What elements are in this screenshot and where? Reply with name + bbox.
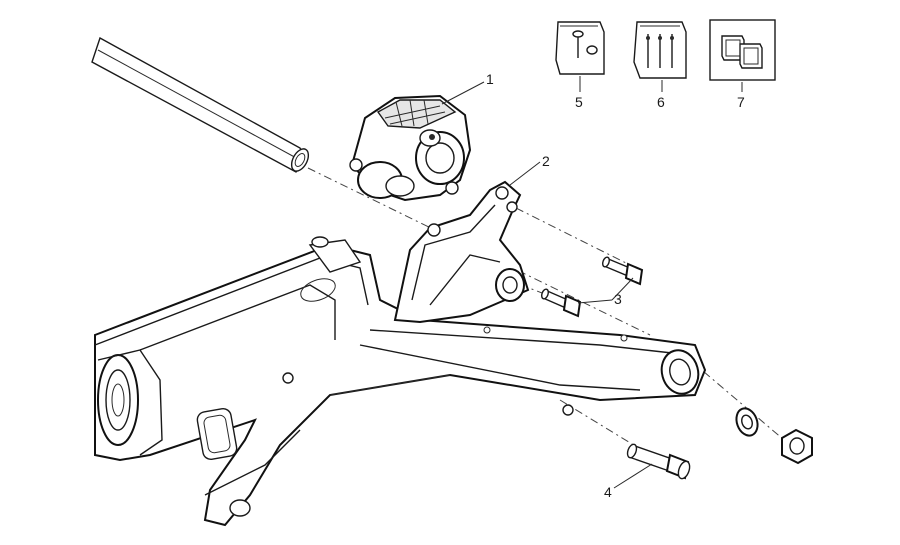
callout-5: 5 <box>575 94 583 110</box>
wheel-axle <box>91 36 310 173</box>
washer-and-nut <box>735 407 813 465</box>
callout-7: 7 <box>737 94 745 110</box>
swingarm <box>94 236 707 527</box>
leader-lines <box>441 76 743 489</box>
pin-kit-bag-6 <box>633 21 687 79</box>
bracket-bolts <box>541 256 644 318</box>
caliper-bracket <box>393 180 530 324</box>
brake-pad-kit-7 <box>709 19 776 81</box>
callout-6: 6 <box>657 94 665 110</box>
pivot-pin <box>626 443 691 480</box>
brake-caliper <box>349 94 472 202</box>
bolt-kit-bag-5 <box>555 21 605 75</box>
callout-3: 3 <box>614 291 622 307</box>
callout-1: 1 <box>486 71 494 87</box>
callout-labels: 1 2 3 4 5 6 7 <box>486 71 745 500</box>
callout-4: 4 <box>604 484 612 500</box>
callout-2: 2 <box>542 153 550 169</box>
